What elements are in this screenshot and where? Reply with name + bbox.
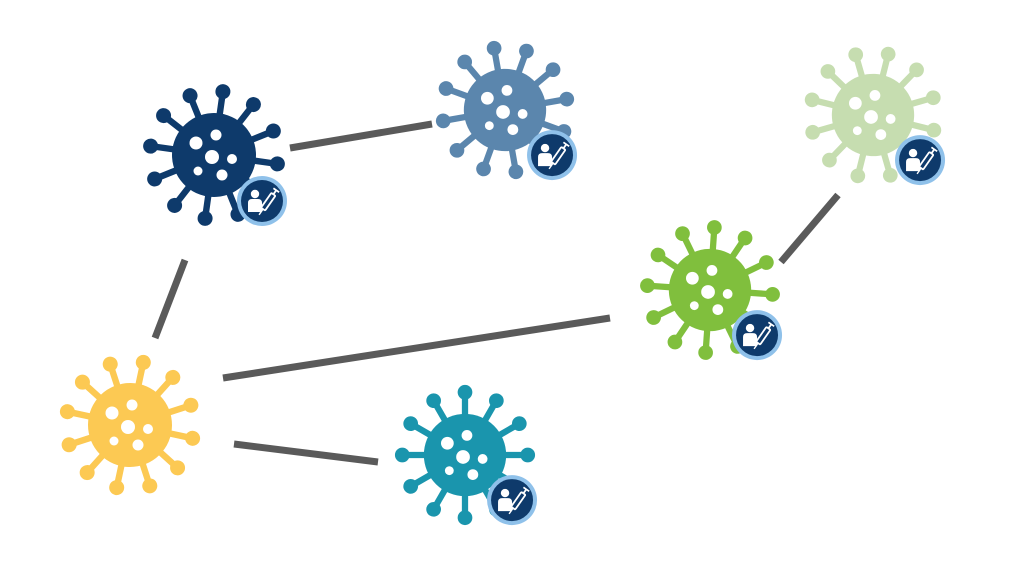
virus-yellow-node [59, 354, 201, 496]
vaccine-syringe-icon [237, 176, 287, 226]
edges-layer [151, 120, 841, 466]
virus-teal-node [394, 384, 538, 526]
vaccine-syringe-icon [732, 310, 783, 361]
virus-pale-green-node [804, 46, 946, 186]
edge-virus-yellow-to-virus-lime [222, 314, 611, 382]
virus-steel-blue-node [435, 40, 578, 181]
virus-lime-node [640, 220, 783, 361]
virus-navy-node [143, 84, 287, 226]
virus-icon [59, 354, 201, 496]
virus-icon [394, 384, 536, 526]
virus-icon [640, 220, 780, 360]
edge-virus-yellow-to-virus-teal [233, 440, 379, 466]
vaccine-syringe-icon [487, 475, 538, 526]
edge-virus-navy-to-virus-steel-blue [289, 120, 433, 152]
nodes-layer [59, 40, 946, 526]
virus-icon [143, 84, 285, 226]
edge-virus-lime-to-virus-pale-green [778, 192, 841, 265]
edge-virus-navy-to-virus-yellow [151, 258, 189, 340]
vaccine-syringe-icon [895, 135, 946, 186]
virus-icon [804, 46, 942, 184]
vaccine-syringe-icon [527, 130, 578, 181]
virus-icon [435, 40, 575, 180]
